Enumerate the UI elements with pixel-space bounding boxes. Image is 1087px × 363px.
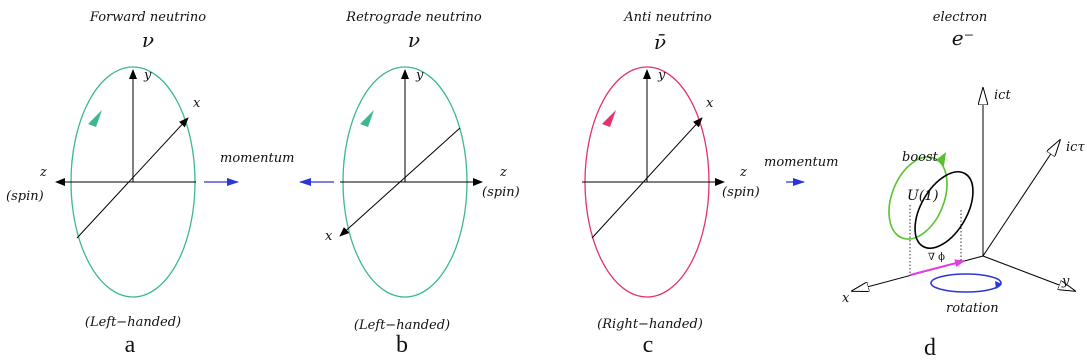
panel-a-x-axis [76,117,189,239]
panel-b-symbol: ν [408,28,420,52]
panel-a-spin-label: (spin) [6,189,44,204]
panel-b-z-label: z [499,165,507,180]
panel-d-rotation-arrowhead [995,281,1002,289]
panel-a-momentum-label: momentum [220,151,294,166]
panel-c-z-label: z [739,165,747,180]
panel-c-symbol: ν̄ [654,30,666,54]
panel-b-title: Retrograde neutrino [345,10,482,25]
panel-c: Anti neutrino ν̄ y z (spin) x momentum (… [582,10,838,358]
panel-d-u1-loop [914,171,974,249]
panel-d-rotation-label: rotation [946,301,999,316]
panel-a-handedness: (Left−handed) [85,315,181,330]
panel-d-y-label: y [1061,274,1070,289]
panel-c-rotation-arrowhead [602,110,616,127]
panel-b-letter: b [396,332,408,358]
panel-d-grad-phi-arrow [909,259,965,276]
panel-d-boost-arrowhead [936,152,946,166]
panel-d-grad-phi-label: ∇ ϕ [928,252,945,263]
panel-b-handedness: (Left−handed) [354,318,450,333]
panel-d-ictau-axis [982,140,1060,257]
panel-a-symbol: ν [142,28,154,52]
panel-a-x-label: x [193,96,201,111]
panel-b-x-axis [339,127,461,237]
panel-b-y-label: y [415,68,424,83]
panel-c-x-label: x [706,96,714,111]
panel-d-boost-label: boost [902,150,939,165]
panel-a-letter: a [125,332,136,358]
panel-c-y-label: y [657,68,666,83]
panel-d-title: electron [933,10,987,25]
panel-c-momentum-label: momentum [764,155,838,170]
panel-a-y-label: y [143,68,152,83]
panel-c-title: Anti neutrino [623,10,712,25]
panel-a: Forward neutrino ν y z (spin) x momentum… [6,10,294,358]
panel-a-title: Forward neutrino [89,10,206,25]
panel-c-spin-label: (spin) [722,185,760,200]
panel-b-rotation-arrowhead [360,110,374,127]
panel-d-boost-loop [888,156,948,240]
panel-d-rotation-loop [930,273,1002,293]
panel-d-y-axis [982,255,1075,291]
panel-b: Retrograde neutrino ν y z (spin) x (Left… [299,10,520,358]
panel-d-u1-label: U(1) [907,188,939,204]
panel-d-letter: d [924,335,936,361]
panel-d: electron e⁻ ict icτ x y ∇ ϕ boost U(1) r… [842,10,1085,361]
panel-d-symbol: e⁻ [952,26,974,50]
panel-b-spin-label: (spin) [482,185,520,200]
panel-a-rotation-arrowhead [88,110,102,127]
panel-c-x-axis [591,117,703,239]
panel-c-letter: c [643,332,654,358]
panel-d-ictau-label: icτ [1066,140,1085,155]
panel-d-ict-label: ict [994,88,1011,103]
panel-a-z-label: z [39,165,47,180]
panel-b-x-label: x [325,229,333,244]
panel-c-handedness: (Right−handed) [597,317,703,332]
panel-d-x-label: x [842,291,850,306]
